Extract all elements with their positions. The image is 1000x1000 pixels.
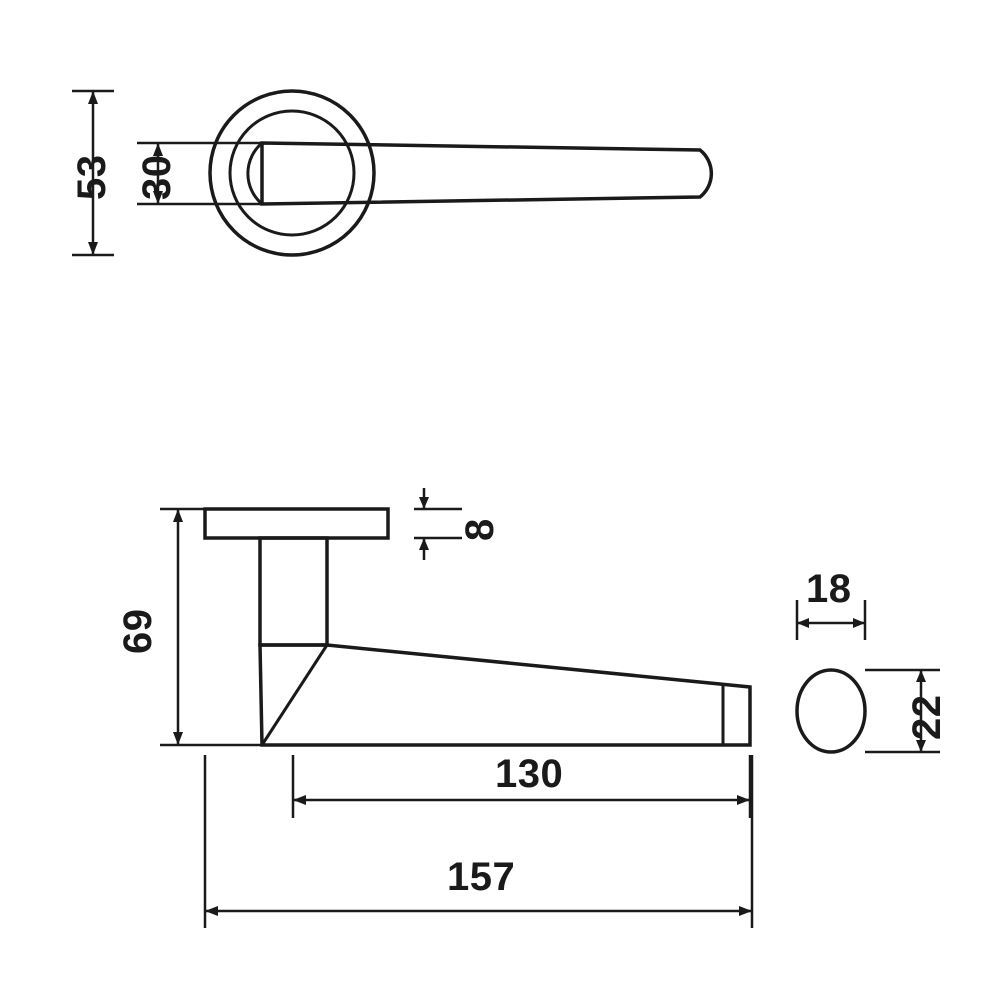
dimension-22 xyxy=(865,668,940,754)
dimension-18 xyxy=(795,600,867,640)
dimension-130 xyxy=(291,755,752,818)
dimension-label-30: 30 xyxy=(135,154,179,201)
dimension-label-8: 8 xyxy=(458,518,502,541)
dimension-label-18: 18 xyxy=(806,567,852,611)
dimension-30 xyxy=(137,141,262,206)
dimension-label-130: 130 xyxy=(495,752,564,796)
dimension-label-22: 22 xyxy=(905,694,949,741)
side-view-geometry xyxy=(203,507,752,747)
dimension-69 xyxy=(160,507,262,747)
dimension-53 xyxy=(72,89,114,257)
dimension-157 xyxy=(203,755,754,928)
dimension-label-69: 69 xyxy=(116,608,160,655)
dimension-8 xyxy=(414,488,462,560)
dimension-label-53: 53 xyxy=(70,154,114,201)
top-view-geometry xyxy=(208,89,714,257)
dimension-label-157: 157 xyxy=(447,855,516,899)
section-view-geometry xyxy=(795,668,867,754)
